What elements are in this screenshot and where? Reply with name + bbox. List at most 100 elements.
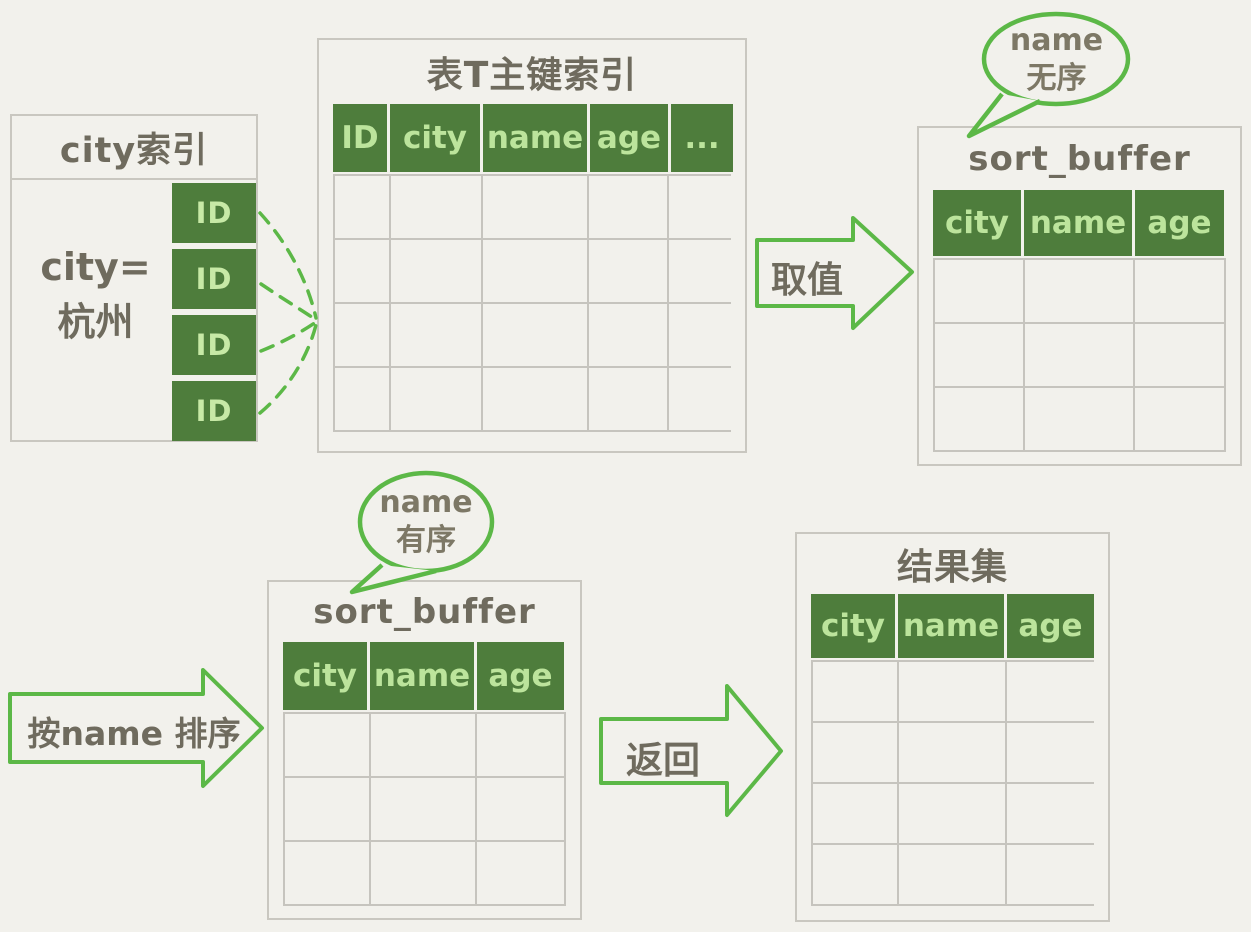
empty-cell: [589, 240, 667, 302]
empty-cell: [391, 240, 481, 302]
sort-arrow-label: 按name 排序: [27, 714, 241, 753]
id-lookup-dashed-line: [258, 323, 318, 415]
table-body-grid: [933, 258, 1226, 452]
header-row: ID city name age ...: [333, 104, 733, 172]
empty-cell: [477, 778, 564, 840]
empty-cell: [935, 324, 1023, 386]
empty-cell: [1025, 260, 1133, 322]
id-cell: ID: [172, 183, 256, 243]
empty-cell: [813, 784, 897, 843]
empty-cell: [589, 304, 667, 366]
city-condition-line2: 杭州: [57, 300, 134, 345]
column-header: city: [390, 104, 480, 172]
sort-buffer-table-ordered: sort_buffer city name age: [267, 580, 582, 920]
table-title: 表T主键索引: [426, 55, 638, 96]
bubble-line1: name: [1009, 23, 1104, 58]
column-header: name: [370, 642, 474, 710]
column-header: name: [1024, 190, 1132, 256]
bubble-ordered-text: name 有序: [360, 484, 492, 559]
bubble-line1: name: [379, 485, 473, 520]
empty-cell: [899, 723, 1005, 782]
empty-cell: [1007, 845, 1094, 904]
id-lookup-dashed-line: [259, 320, 318, 353]
empty-cell: [1007, 784, 1094, 843]
table-title: sort_buffer: [313, 592, 536, 632]
empty-cell: [335, 176, 389, 238]
id-column: ID ID ID ID: [172, 183, 256, 441]
header-row: city name age: [933, 190, 1226, 256]
empty-cell: [899, 784, 1005, 843]
fetch-arrow-label: 取值: [770, 260, 843, 301]
empty-cell: [483, 176, 587, 238]
empty-cell: [335, 368, 389, 430]
return-arrow-label: 返回: [626, 739, 700, 782]
empty-cell: [669, 368, 731, 430]
city-index-table: city索引 city= 杭州 ID ID ID ID: [10, 114, 258, 442]
empty-cell: [589, 176, 667, 238]
bubble-line2: 无序: [1026, 60, 1087, 96]
id-cell: ID: [172, 315, 256, 375]
empty-cell: [391, 176, 481, 238]
empty-cell: [1025, 388, 1133, 450]
empty-cell: [477, 714, 564, 776]
empty-cell: [1135, 388, 1224, 450]
column-header: city: [283, 642, 367, 710]
empty-cell: [669, 176, 731, 238]
empty-cell: [371, 714, 475, 776]
empty-cell: [371, 842, 475, 904]
id-lookup-dashed-lines: [258, 211, 318, 415]
empty-cell: [669, 304, 731, 366]
id-lookup-dashed-line: [259, 282, 318, 322]
bubble-unordered-text: name 无序: [984, 22, 1129, 97]
empty-cell: [391, 368, 481, 430]
empty-cell: [1007, 662, 1094, 721]
table-title: city索引: [12, 116, 256, 180]
city-condition-label: city= 杭州: [18, 240, 173, 350]
column-header: city: [933, 190, 1021, 256]
empty-cell: [589, 368, 667, 430]
column-header: age: [590, 104, 668, 172]
table-body-grid: [811, 660, 1094, 906]
column-header: age: [1135, 190, 1224, 256]
empty-cell: [1025, 324, 1133, 386]
empty-cell: [391, 304, 481, 366]
column-header: age: [1007, 594, 1094, 658]
empty-cell: [813, 723, 897, 782]
column-header: ...: [671, 104, 733, 172]
empty-cell: [899, 845, 1005, 904]
city-condition-line1: city=: [40, 245, 151, 289]
empty-cell: [483, 304, 587, 366]
column-header: age: [477, 642, 564, 710]
empty-cell: [935, 260, 1023, 322]
empty-cell: [285, 778, 369, 840]
empty-cell: [483, 368, 587, 430]
header-row: city name age: [811, 594, 1094, 658]
bubble-line2: 有序: [396, 522, 456, 558]
empty-cell: [935, 388, 1023, 450]
column-header: city: [811, 594, 895, 658]
table-title: 结果集: [896, 547, 1008, 588]
empty-cell: [1135, 324, 1224, 386]
empty-cell: [483, 240, 587, 302]
empty-cell: [1135, 260, 1224, 322]
table-body-grid: [333, 174, 731, 432]
id-cell: ID: [172, 249, 256, 309]
column-header: name: [898, 594, 1004, 658]
empty-cell: [335, 240, 389, 302]
empty-cell: [899, 662, 1005, 721]
id-lookup-dashed-line: [258, 211, 318, 320]
empty-cell: [477, 842, 564, 904]
city-index-body: city= 杭州 ID ID ID ID: [12, 180, 256, 441]
empty-cell: [285, 842, 369, 904]
empty-cell: [669, 240, 731, 302]
empty-cell: [1007, 723, 1094, 782]
empty-cell: [813, 662, 897, 721]
primary-key-index-table: 表T主键索引 ID city name age ...: [317, 38, 747, 453]
column-header: name: [483, 104, 587, 172]
result-set-table: 结果集 city name age: [795, 532, 1110, 922]
column-header: ID: [333, 104, 387, 172]
empty-cell: [371, 778, 475, 840]
empty-cell: [285, 714, 369, 776]
id-cell: ID: [172, 381, 256, 441]
